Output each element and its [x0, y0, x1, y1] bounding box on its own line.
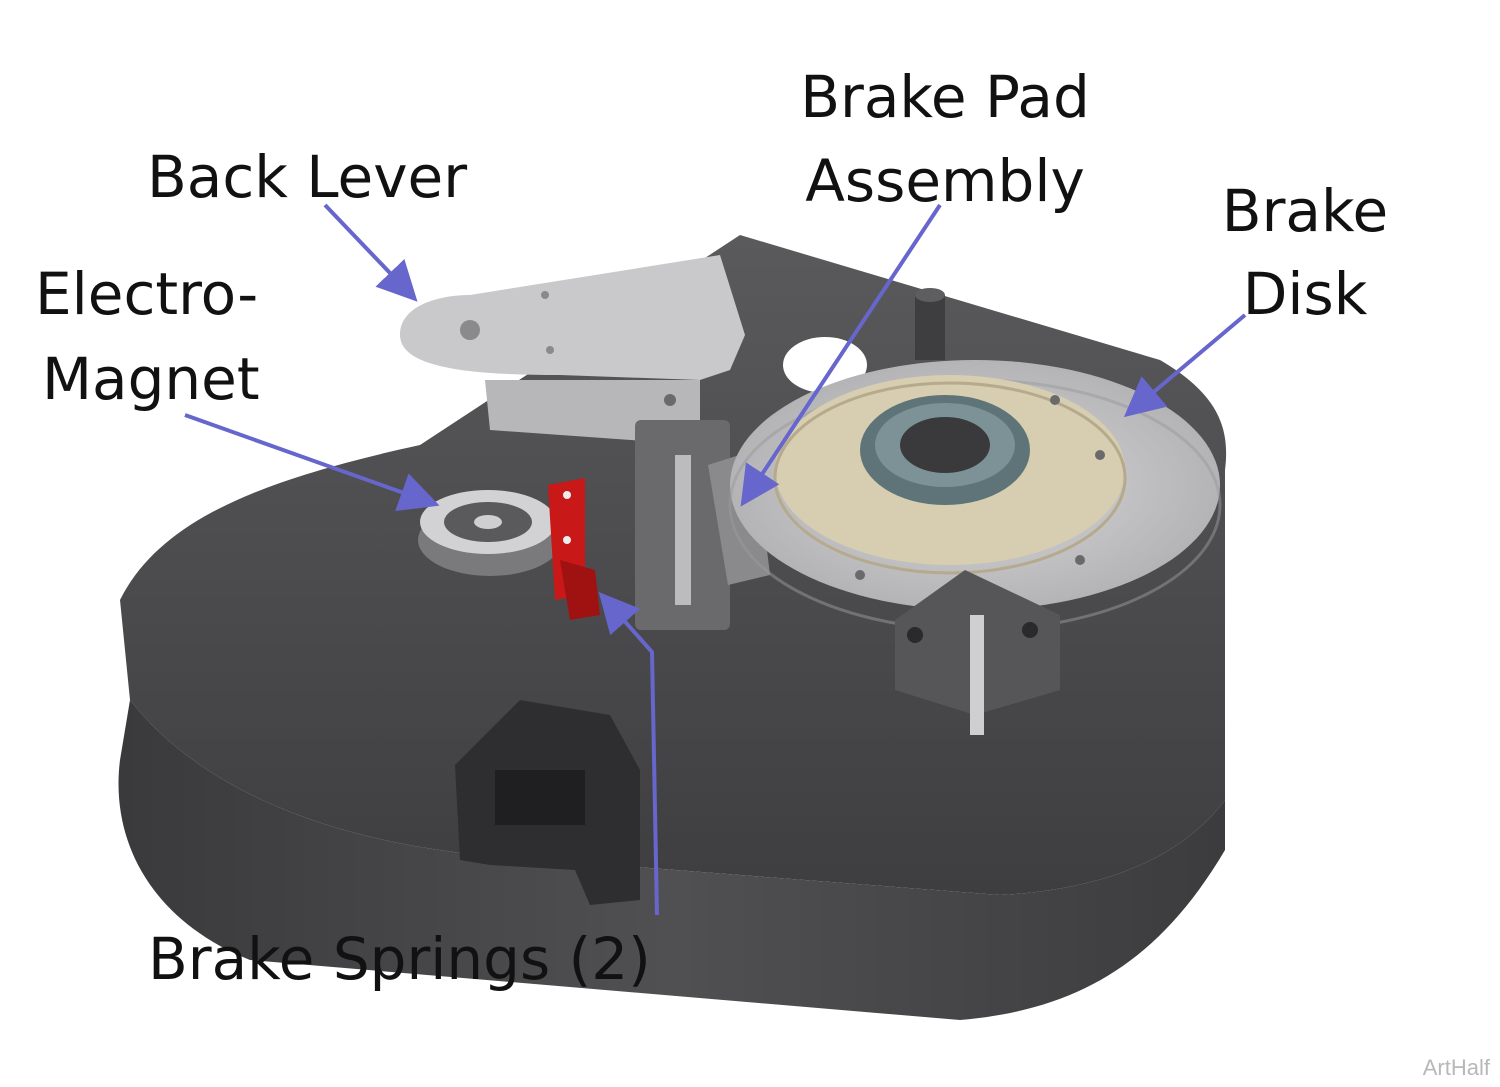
- label-brake-pad-line2: Assembly: [805, 147, 1085, 215]
- housing-front: [118, 700, 1225, 1020]
- label-brake-pad-line1: Brake Pad: [800, 63, 1090, 131]
- arrow-back-lever: [323, 203, 418, 302]
- arrow-brake-pad: [740, 203, 942, 507]
- arrow-electromagnet: [184, 413, 440, 512]
- arrow-brake-disk: [1123, 313, 1247, 418]
- label-electromagnet-line2: Magnet: [42, 345, 260, 413]
- label-brake-springs: Brake Springs (2): [148, 925, 651, 993]
- front-tab-slot: [495, 770, 585, 825]
- label-back-lever: Back Lever: [147, 143, 468, 211]
- label-electromagnet-line1: Electro-: [35, 260, 259, 328]
- post: [915, 295, 945, 360]
- brake-pad-rod: [675, 455, 691, 605]
- arrow-brake-springs: [598, 592, 659, 916]
- brake-spring-right: [560, 560, 600, 620]
- label-brake-disk-line2: Disk: [1242, 260, 1368, 328]
- label-brake-disk-line1: Brake: [1221, 177, 1389, 245]
- back-lever-plate: [400, 255, 745, 380]
- watermark: ArtHalf: [1422, 1055, 1490, 1080]
